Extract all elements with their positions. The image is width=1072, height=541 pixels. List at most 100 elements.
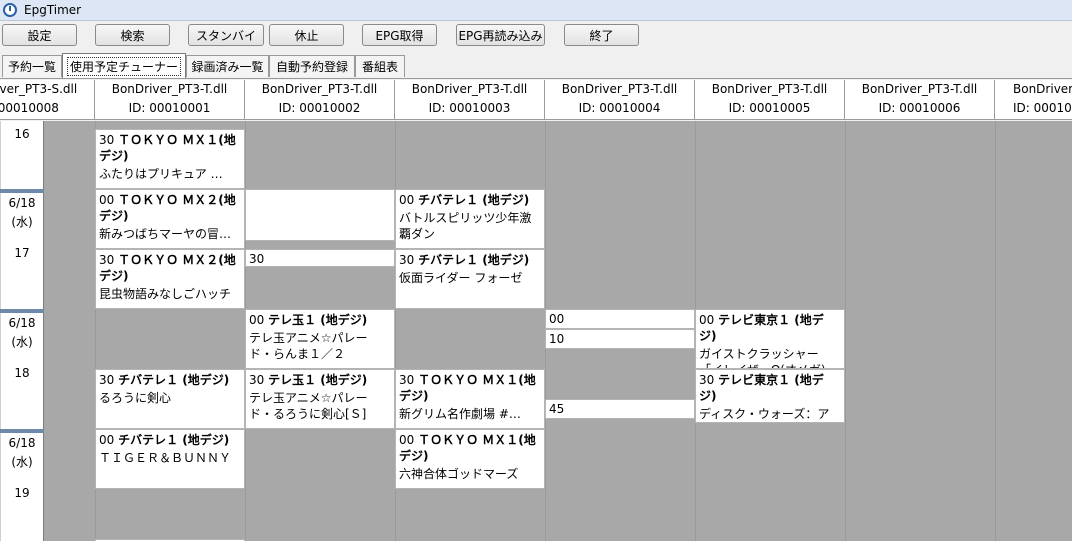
tab-program-guide[interactable]: 番組表 bbox=[355, 55, 405, 77]
epg-get-button[interactable]: EPG取得 bbox=[362, 24, 437, 46]
hour-block: 6/18 (水) 19 bbox=[0, 433, 44, 541]
program-minute: 30 bbox=[249, 252, 265, 266]
program-block[interactable]: 10 bbox=[545, 329, 695, 349]
program-title: テレ玉アニメ☆パレード・るろうに剣心[Ｓ] bbox=[249, 391, 368, 421]
program-block[interactable]: 30 bbox=[245, 249, 395, 267]
program-title: 昆虫物語みなしごハッチ bbox=[99, 287, 232, 301]
program-minute: 00 bbox=[99, 193, 115, 207]
program-station: チバテレ１ (地デジ) bbox=[418, 253, 530, 267]
standby-button[interactable]: スタンバイ bbox=[188, 24, 264, 46]
program-minute: 00 bbox=[699, 313, 715, 327]
program-station: ＴＯＫＹＯ ＭＸ２(地デジ) bbox=[99, 193, 236, 223]
program-block[interactable]: 30 チバテレ１ (地デジ) 仮面ライダー フォーゼ bbox=[395, 249, 545, 309]
hour-day: (水) bbox=[11, 455, 33, 469]
tuner-header: BonDriver_PT3-T.dll ID: 00010007 bbox=[995, 80, 1072, 120]
tab-recorded-list[interactable]: 録画済み一覧 bbox=[186, 55, 269, 77]
program-block[interactable]: 45 bbox=[545, 399, 695, 419]
program-title: 新グリム名作劇場 #… bbox=[399, 407, 521, 421]
program-station: テレ玉１ (地デジ) bbox=[268, 313, 368, 327]
tab-label: 使用予定チューナー bbox=[66, 56, 181, 76]
tuner-id: ID: 00010004 bbox=[578, 101, 661, 115]
program-block[interactable]: 30 チバテレ１ (地デジ) るろうに剣心 bbox=[95, 369, 245, 429]
program-minute: 00 bbox=[99, 433, 115, 447]
search-button[interactable]: 検索 bbox=[95, 24, 170, 46]
tuner-name: BonDriver_PT3-T.dll bbox=[561, 82, 678, 96]
hour-divider bbox=[0, 309, 44, 313]
program-minute: 30 bbox=[399, 253, 415, 267]
schedule-grid: 30 ＴＯＫＹＯ ＭＸ１(地デジ) ふたりはプリキュア … 00 ＴＯＫＹＯ Ｍ… bbox=[44, 121, 1072, 541]
program-station: チバテレ１ (地デジ) bbox=[118, 373, 230, 387]
program-block[interactable] bbox=[95, 539, 245, 541]
exit-button[interactable]: 終了 bbox=[564, 24, 639, 46]
tuner-id: ID: 00010008 bbox=[0, 101, 59, 115]
suspend-button[interactable]: 休止 bbox=[269, 24, 344, 46]
program-minute: 10 bbox=[549, 332, 565, 346]
program-block[interactable] bbox=[245, 189, 395, 241]
program-block[interactable]: 00 テレビ東京１ (地デジ) ガイストクラッシャー「イレイザーΩ(オメガ)盛… bbox=[695, 309, 845, 369]
program-title: ふたりはプリキュア … bbox=[99, 167, 223, 181]
program-minute: 30 bbox=[99, 133, 115, 147]
tuner-id: ID: 00010001 bbox=[128, 101, 211, 115]
program-station: テレビ東京１ (地デジ) bbox=[699, 373, 824, 403]
tuner-header: BonDriver_PT3-S.dll ID: 00010008 bbox=[0, 80, 95, 120]
title-bar: EpgTimer bbox=[0, 0, 1072, 21]
tuner-name: BonDriver_PT3-T.dll bbox=[1013, 82, 1072, 96]
tuner-name: BonDriver_PT3-S.dll bbox=[0, 82, 78, 96]
program-minute: 00 bbox=[549, 312, 565, 326]
tuner-header-row: BonDriver_PT3-S.dll ID: 00010008 BonDriv… bbox=[0, 79, 1072, 121]
program-block[interactable]: 00 ＴＯＫＹＯ ＭＸ１(地デジ) 六神合体ゴッドマーズ bbox=[395, 429, 545, 489]
program-block[interactable]: 00 チバテレ１ (地デジ) バトルスピリッツ少年激覇ダン bbox=[395, 189, 545, 249]
program-minute: 30 bbox=[99, 373, 115, 387]
program-title: テレ玉アニメ☆パレード・らんま１／２ bbox=[249, 331, 368, 361]
tuner-name: BonDriver_PT3-T.dll bbox=[111, 82, 228, 96]
program-block[interactable]: 30 テレ玉１ (地デジ) テレ玉アニメ☆パレード・るろうに剣心[Ｓ] bbox=[245, 369, 395, 429]
tab-reservation-list[interactable]: 予約一覧 bbox=[2, 55, 62, 77]
tuner-schedule-view: BonDriver_PT3-S.dll ID: 00010008 BonDriv… bbox=[0, 78, 1072, 541]
tuner-header: BonDriver_PT3-T.dll ID: 00010003 bbox=[395, 80, 545, 120]
tab-label: 番組表 bbox=[361, 60, 398, 74]
tab-bar: 予約一覧 使用予定チューナー 録画済み一覧 自動予約登録 番組表 bbox=[0, 53, 1072, 78]
tuner-header: BonDriver_PT3-T.dll ID: 00010002 bbox=[245, 80, 395, 120]
program-station: ＴＯＫＹＯ ＭＸ１(地デジ) bbox=[399, 433, 536, 463]
program-station: テレ玉１ (地デジ) bbox=[268, 373, 368, 387]
program-block[interactable]: 00 チバテレ１ (地デジ) ＴＩＧＥＲ＆ＢＵＮＮＹ bbox=[95, 429, 245, 489]
settings-button[interactable]: 設定 bbox=[2, 24, 77, 46]
hour-day: (水) bbox=[11, 335, 33, 349]
tab-auto-reservation[interactable]: 自動予約登録 bbox=[269, 55, 355, 77]
tuner-id: ID: 00010007 bbox=[1013, 101, 1072, 115]
program-block[interactable]: 00 bbox=[545, 309, 695, 329]
tab-label: 録画済み一覧 bbox=[191, 60, 264, 74]
tab-tuner-schedule[interactable]: 使用予定チューナー bbox=[62, 53, 186, 78]
hour-block: 6/18 (水) 18 bbox=[0, 313, 44, 429]
program-minute: 00 bbox=[399, 193, 415, 207]
program-block[interactable]: 00 テレ玉１ (地デジ) テレ玉アニメ☆パレード・らんま１／２ bbox=[245, 309, 395, 369]
tuner-header: BonDriver_PT3-T.dll ID: 00010004 bbox=[545, 80, 695, 120]
hour-label: 19 bbox=[14, 486, 30, 500]
column-divider bbox=[95, 121, 96, 541]
tuner-id: ID: 00010002 bbox=[278, 101, 361, 115]
program-minute: 30 bbox=[249, 373, 265, 387]
program-block[interactable]: 30 ＴＯＫＹＯ ＭＸ１(地デジ) 新グリム名作劇場 #… bbox=[395, 369, 545, 429]
tuner-id: ID: 00010006 bbox=[878, 101, 961, 115]
program-minute: 00 bbox=[249, 313, 265, 327]
program-station: テレビ東京１ (地デジ) bbox=[699, 313, 824, 343]
hour-label: 18 bbox=[14, 366, 30, 380]
program-block[interactable]: 00 ＴＯＫＹＯ ＭＸ２(地デジ) 新みつばちマーヤの冒… bbox=[95, 189, 245, 249]
program-station: ＴＯＫＹＯ ＭＸ１(地デジ) bbox=[399, 373, 536, 403]
hour-date: 6/18 bbox=[8, 196, 36, 210]
hour-date: 6/18 bbox=[8, 436, 36, 450]
column-divider bbox=[995, 121, 996, 541]
app-clock-icon bbox=[3, 3, 17, 17]
tuner-name: BonDriver_PT3-T.dll bbox=[261, 82, 378, 96]
program-minute: 45 bbox=[549, 402, 565, 416]
program-block[interactable]: 30 テレビ東京１ (地デジ) ディスク・ウォーズ：アベンジャーズ 第12話… bbox=[695, 369, 845, 423]
tuner-header: BonDriver_PT3-T.dll ID: 00010006 bbox=[845, 80, 995, 120]
program-station: チバテレ１ (地デジ) bbox=[118, 433, 230, 447]
program-block[interactable]: 30 ＴＯＫＹＯ ＭＸ２(地デジ) 昆虫物語みなしごハッチ bbox=[95, 249, 245, 309]
program-minute: 00 bbox=[399, 433, 415, 447]
program-title: ガイストクラッシャー「イレイザーΩ(オメガ)盛… bbox=[699, 347, 826, 368]
epg-reload-button[interactable]: EPG再読み込み bbox=[456, 24, 545, 46]
program-station: チバテレ１ (地デジ) bbox=[418, 193, 530, 207]
program-block[interactable]: 30 ＴＯＫＹＯ ＭＸ１(地デジ) ふたりはプリキュア … bbox=[95, 129, 245, 189]
hour-block: 16 bbox=[0, 121, 44, 189]
